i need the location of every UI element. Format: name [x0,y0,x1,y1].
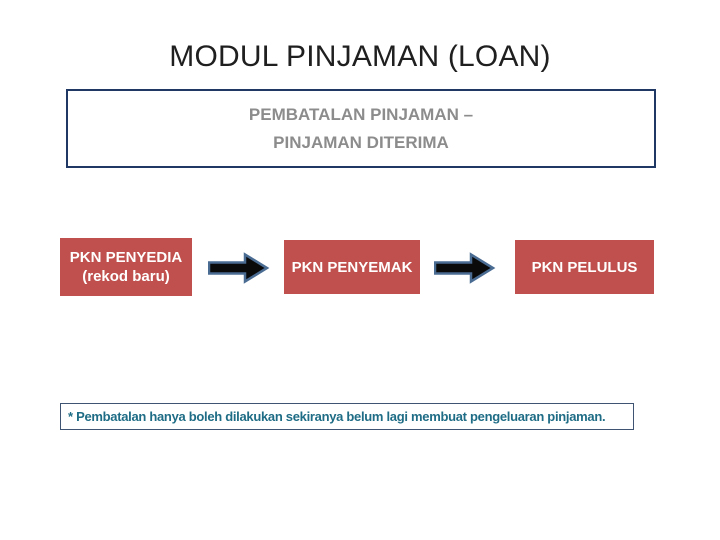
slide-title: MODUL PINJAMAN (LOAN) [169,40,551,73]
flow-step-pkn-pelulus: PKN PELULUS [515,240,654,294]
note-box: * Pembatalan hanya boleh dilakukan sekir… [60,403,634,430]
flow-arrow-icon [208,252,270,284]
flow-arrow-icon [434,252,496,284]
flow-step-label: PKN PENYEMAK [291,258,413,276]
flow-step-pkn-penyedia: PKN PENYEDIA (rekod baru) [60,238,192,296]
flow-step-label: PKN PENYEDIA [69,249,183,266]
flow-step-sublabel: (rekod baru) [82,268,170,285]
header-box: PEMBATALAN PINJAMAN – PINJAMAN DITERIMA [66,89,656,168]
header-line-1: PEMBATALAN PINJAMAN – [248,104,474,124]
flow-step-pkn-penyemak: PKN PENYEMAK [284,240,420,294]
flow-step-label: PKN PELULUS [531,258,638,276]
header-line-2: PINJAMAN DITERIMA [273,132,449,152]
note-text: * Pembatalan hanya boleh dilakukan sekir… [68,409,606,424]
